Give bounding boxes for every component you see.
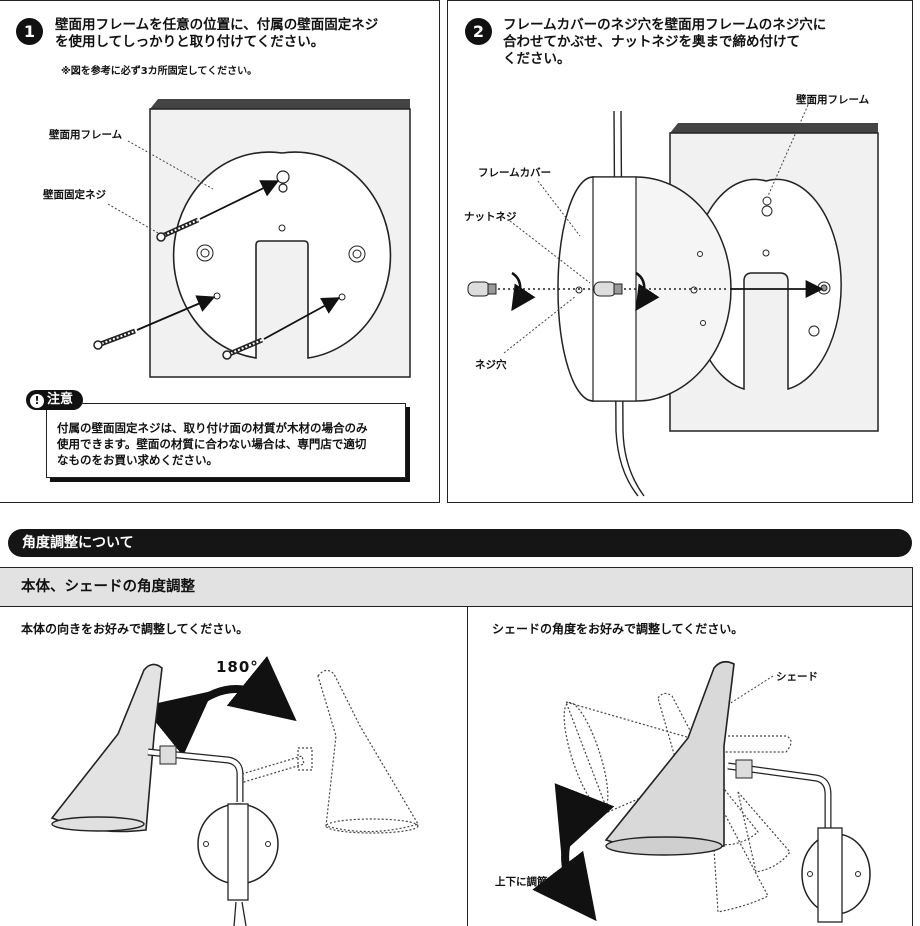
rotate-arrow-icon <box>635 271 660 312</box>
wall-screw-left <box>93 295 216 350</box>
label-frame-cover: フレームカバー <box>478 167 552 179</box>
step1-text-line2: を使用してしっかりと取り付けてください。 <box>55 34 325 50</box>
frame-cover-assembly-illustration <box>467 104 879 497</box>
step1-number: 1 <box>16 18 43 45</box>
wall-frame-mounting-illustration <box>93 99 411 378</box>
wall-screw-top <box>156 180 280 242</box>
label-shade: シェード <box>776 671 818 683</box>
step2-number: 2 <box>465 18 492 45</box>
wall-screw-right <box>222 297 341 360</box>
nut-screw-outer <box>467 281 497 297</box>
body-rotation-illustration <box>50 655 419 926</box>
angle-subsection-header: 本体、シェードの角度調整 <box>0 567 913 607</box>
label-nut-screw: ナットネジ <box>464 211 517 223</box>
caution-line3: なものをお買い求めください。 <box>57 453 218 467</box>
up-down-arrow-icon <box>532 783 615 922</box>
nut-screw-inner <box>593 281 623 297</box>
step1-text-line1: 壁面用フレームを任意の位置に、付属の壁面固定ネジ <box>55 17 379 33</box>
step2-instruction: フレームカバーのネジ穴を壁面用フレームのネジ穴に 合わせてかぶせ、ナットネジを奥… <box>503 17 826 68</box>
body-angle-instruction: 本体の向きをお好みで調整してください。 <box>21 622 249 636</box>
step1-instruction: 壁面用フレームを任意の位置に、付属の壁面固定ネジ を使用してしっかりと取り付けて… <box>55 17 378 51</box>
rotate-180-arrow-icon <box>142 655 297 757</box>
caution-badge-label: 注意 <box>47 392 74 407</box>
step2-text-line3: ください。 <box>503 51 571 67</box>
step2-panel: 2 フレームカバーのネジ穴を壁面用フレームのネジ穴に 合わせてかぶせ、ナットネジ… <box>447 0 913 503</box>
step1-panel: 1 壁面用フレームを任意の位置に、付属の壁面固定ネジ を使用してしっかりと取り付… <box>0 0 440 503</box>
label-wall-screw: 壁面固定ネジ <box>43 189 106 201</box>
angle-section-title: 角度調整について <box>8 529 912 557</box>
exclamation-icon: ! <box>30 394 44 408</box>
label-wall-frame-2: 壁面用フレーム <box>796 94 870 106</box>
step2-text-line1: フレームカバーのネジ穴を壁面用フレームのネジ穴に <box>503 17 827 33</box>
shade-tilt-illustration <box>532 660 871 923</box>
body-angle-panel: 本体の向きをお好みで調整してください。 180° <box>0 606 468 926</box>
shade-angle-panel: シェードの角度をお好みで調整してください。 シェード 上下に調節 <box>468 606 913 926</box>
caution-line1: 付属の壁面固定ネジは、取り付け面の材質が木材の場合のみ <box>57 421 368 435</box>
caution-line2: 使用できます。壁面の材質に合わない場合は、専門店で適切 <box>57 437 367 451</box>
label-wall-frame: 壁面用フレーム <box>49 129 123 141</box>
step2-text-line2: 合わせてかぶせ、ナットネジを奥まで締め付けて <box>503 34 800 50</box>
caution-box: 付属の壁面固定ネジは、取り付け面の材質が木材の場合のみ 使用できます。壁面の材質… <box>46 403 406 478</box>
shade-angle-instruction: シェードの角度をお好みで調整してください。 <box>492 622 744 636</box>
step1-note: ※図を参考に必ず3カ所固定してください。 <box>61 66 258 77</box>
caution-badge: !注意 <box>26 390 84 410</box>
label-screw-hole: ネジ穴 <box>475 359 507 371</box>
rotate-arrow-icon <box>511 271 536 312</box>
